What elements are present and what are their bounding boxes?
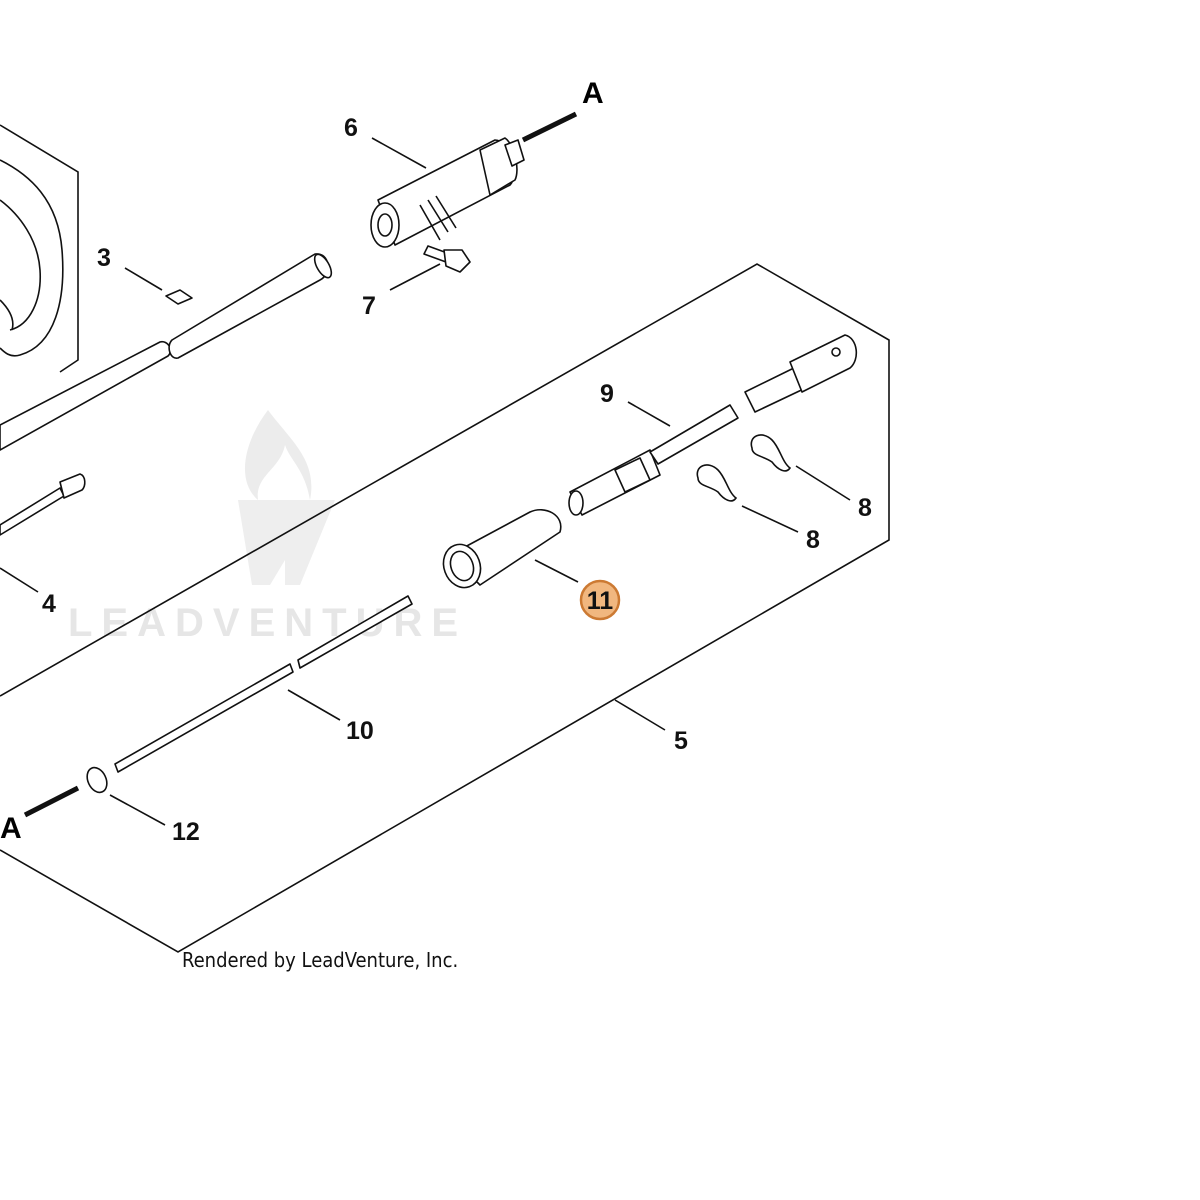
part-10-drive-shaft	[114, 595, 413, 773]
callout-6[interactable]: 7	[362, 292, 376, 320]
callout-7[interactable]: 5	[674, 727, 688, 755]
leader-lines	[0, 111, 851, 826]
part-9-flex-shaft	[568, 404, 739, 516]
part-12-oring	[86, 766, 108, 794]
callout-3[interactable]: 3	[97, 244, 111, 272]
decal-label	[165, 289, 193, 305]
callout-8-upper[interactable]: 8	[858, 494, 872, 522]
callout-10[interactable]: 10	[346, 717, 374, 745]
callout-8-lower[interactable]: 8	[806, 526, 820, 554]
flame-logo-icon	[238, 410, 335, 585]
connection-ref-a-bottom: A	[0, 812, 22, 845]
part-4-rod	[0, 473, 86, 536]
assembly-outline	[0, 263, 890, 953]
callout-4[interactable]: 4	[42, 590, 56, 618]
leadventure-watermark: LEADVENTURE	[68, 410, 458, 645]
part-6-screw	[423, 245, 471, 273]
part-5-housing	[370, 137, 525, 248]
callout-11-highlighted[interactable]: 11	[579, 579, 621, 621]
upper-shaft-tube	[0, 253, 333, 451]
connection-ref-a-top: A	[582, 77, 604, 110]
coupling-fitting	[744, 334, 858, 413]
callout-11[interactable]: 11	[587, 587, 614, 615]
part-11-sleeve	[442, 508, 562, 589]
callout-5[interactable]: 6	[344, 114, 358, 142]
highlight-badge	[579, 579, 621, 621]
part-8-clip-lower	[696, 464, 738, 502]
callout-12[interactable]: 12	[172, 818, 200, 846]
render-credit: Rendered by LeadVenture, Inc.	[182, 948, 458, 972]
part-8-clip-upper	[750, 434, 792, 472]
handle-frame	[0, 124, 79, 373]
callout-9[interactable]: 9	[600, 380, 614, 408]
callout-labels: 6 3 7 9 8 8 4 10 5 12 11	[42, 114, 872, 846]
